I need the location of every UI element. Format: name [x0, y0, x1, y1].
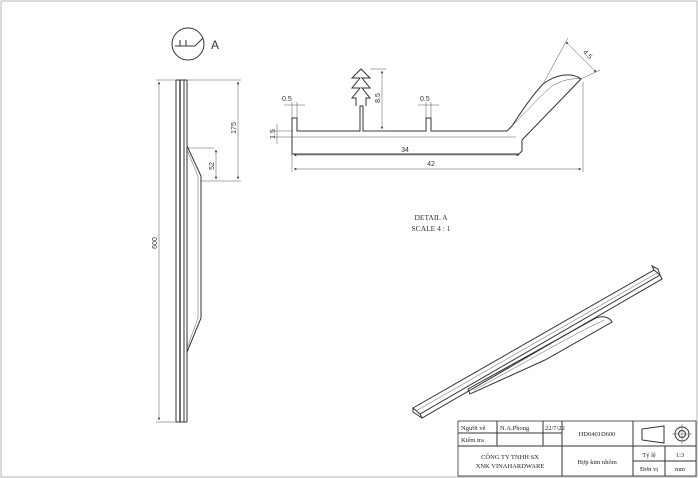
iso-body-lower [419, 274, 663, 419]
tb-scale-value: 1:3 [676, 452, 684, 459]
dim-34-text: 34 [401, 147, 409, 154]
dim-42-text: 42 [427, 161, 435, 168]
dim-4-5-ext-b [580, 69, 601, 80]
dim-600-text: 600 [152, 237, 159, 249]
profile-lip-curve [511, 78, 582, 127]
tb-drawn-by-label: Người vẽ [461, 425, 486, 432]
dim-4-5-text: 4.5 [581, 49, 593, 61]
tb-unit-label: Đơn vị [640, 466, 658, 473]
projection-symbol-icon [641, 424, 692, 444]
profile-barbed-rib [350, 68, 372, 106]
tb-scale-label: Tỷ lệ [642, 452, 656, 459]
dim-4-5-ext-a [542, 37, 569, 85]
tb-material: Hợp kim nhôm [577, 459, 617, 466]
view-label: A [211, 38, 219, 52]
detail-scale: SCALE 4 : 1 [412, 224, 451, 233]
dim-1-5-text: 1.5 [270, 129, 277, 139]
title-block: Người vẽ N.A.Phong 22/7/22 Kiểm tra HD04… [457, 420, 697, 477]
tb-company-line2: XNK VINAHARDWARE [476, 463, 545, 470]
dim-175-text: 175 [231, 122, 238, 134]
tb-company-line1: CÔNG TY TNHH SX [481, 453, 539, 461]
dim-0-5-right-text: 0.5 [420, 96, 430, 103]
view-symbol: A [171, 27, 219, 61]
tb-checked-label: Kiểm tra [461, 437, 484, 444]
side-handle-lip [186, 145, 202, 353]
iso-body-groove [415, 272, 658, 412]
title-block-frame [457, 420, 697, 477]
detail-title: DETAIL A [414, 213, 448, 222]
iso-end-left [412, 408, 423, 419]
tb-unit-value: mm [675, 466, 685, 473]
side-handle-lip-inner [186, 149, 199, 349]
tb-drawn-by: N.A.Phong [500, 425, 530, 432]
side-view: 600 175 52 [152, 79, 241, 423]
dim-8-5-text: 8.5 [375, 93, 382, 103]
view-symbol-circle [171, 27, 205, 61]
iso-handle-lip [467, 316, 613, 395]
tb-date: 22/7/22 [545, 425, 565, 432]
isometric-view [412, 264, 663, 419]
iso-end-right [650, 264, 661, 276]
dim-4-5-line [565, 41, 597, 73]
dim-0-5-left-text: 0.5 [282, 96, 292, 103]
view-symbol-eye-icon [175, 37, 204, 47]
profile-view: 0.5 0.5 8.5 1.5 34 42 4.5 [270, 37, 601, 172]
tb-drawing-no: HD0401D600 [579, 431, 616, 438]
iso-handle-lip-edge [473, 319, 605, 391]
dim-52-text: 52 [209, 162, 216, 170]
profile-outline [291, 74, 582, 155]
